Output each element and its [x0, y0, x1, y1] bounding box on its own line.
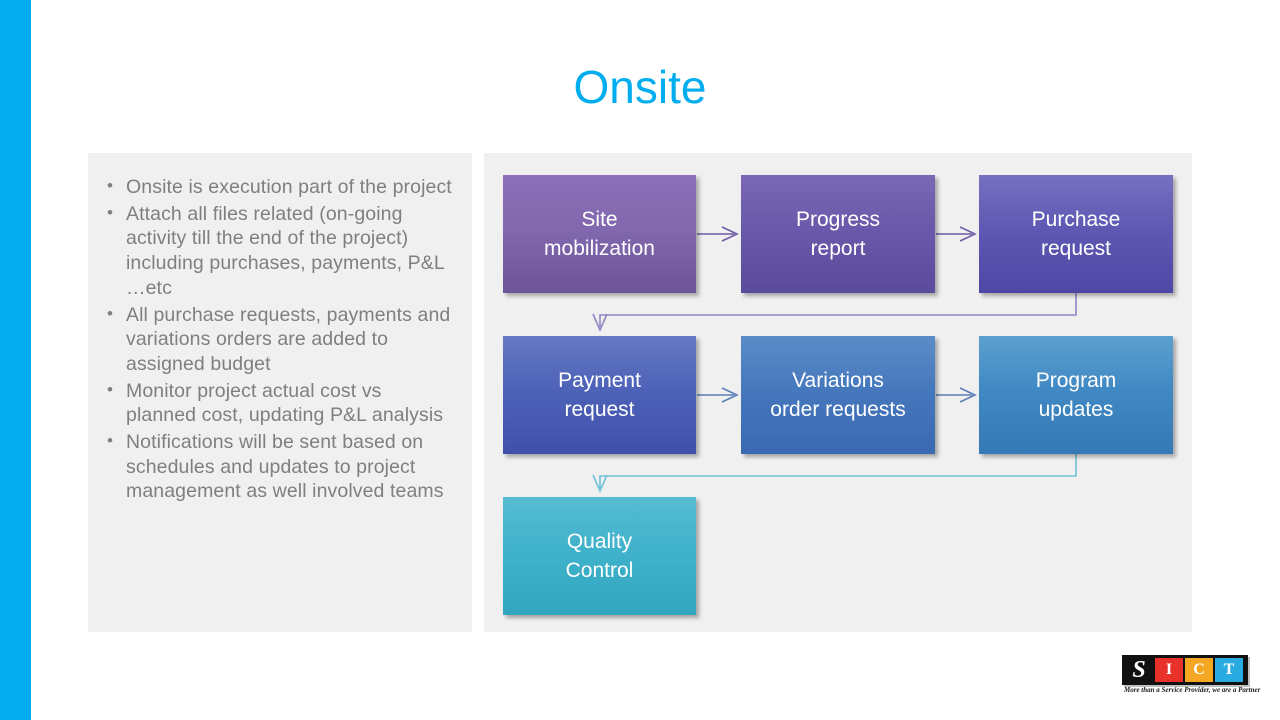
logo-letter-t: T	[1215, 658, 1243, 682]
flow-node-line1: Progress	[795, 208, 881, 231]
bullet-item-2: Attach all files related (on-going activ…	[102, 201, 456, 301]
flow-node-line2: updates	[1038, 398, 1114, 421]
flow-node-line1: Payment	[558, 369, 641, 392]
bullet-item-4: Monitor project actual cost vs planned c…	[102, 378, 456, 428]
flow-node-quality-control[interactable]: Quality Control	[503, 497, 696, 615]
flow-node-program-updates[interactable]: Program updates	[979, 336, 1173, 454]
sict-logo: S I C T More than a Service Provider, we…	[1122, 655, 1261, 701]
flow-node-line1: Site	[581, 208, 618, 231]
flow-node-line1: Program	[1035, 369, 1117, 392]
logo-letter-i: I	[1155, 658, 1183, 682]
flow-node-payment-request[interactable]: Payment request	[503, 336, 696, 454]
page-title: Onsite	[573, 61, 707, 113]
logo-mark: S I C T	[1122, 655, 1248, 685]
flow-node-variations-orders[interactable]: Variations order requests	[741, 336, 935, 454]
bullet-item-3: All purchase requests, payments and vari…	[102, 302, 456, 377]
logo-tagline: More than a Service Provider, we are a P…	[1124, 686, 1261, 694]
flow-node-line1: Purchase	[1031, 208, 1121, 231]
bullet-list: Onsite is execution part of the project …	[88, 153, 472, 504]
flow-node-purchase-request[interactable]: Purchase request	[979, 175, 1173, 293]
flow-node-line1: Variations	[792, 369, 884, 392]
flow-node-line2: request	[1040, 237, 1112, 260]
flow-node-progress-report[interactable]: Progress report	[741, 175, 935, 293]
flow-node-site-mobilization[interactable]: Site mobilization	[503, 175, 696, 293]
flow-node-line1: Quality	[566, 530, 633, 553]
bullets-panel: Onsite is execution part of the project …	[88, 153, 472, 632]
logo-letter-s: S	[1132, 657, 1146, 683]
bullet-item-5: Notifications will be sent based on sche…	[102, 429, 456, 504]
left-accent-bar	[0, 0, 31, 720]
flow-node-line2: Control	[565, 559, 634, 582]
bullet-item-1: Onsite is execution part of the project	[102, 174, 456, 200]
flow-node-line2: report	[810, 237, 866, 260]
flow-node-line2: order requests	[770, 398, 906, 421]
flow-node-line2: request	[564, 398, 635, 421]
flow-node-line2: mobilization	[544, 237, 655, 260]
logo-letter-c: C	[1185, 658, 1213, 682]
